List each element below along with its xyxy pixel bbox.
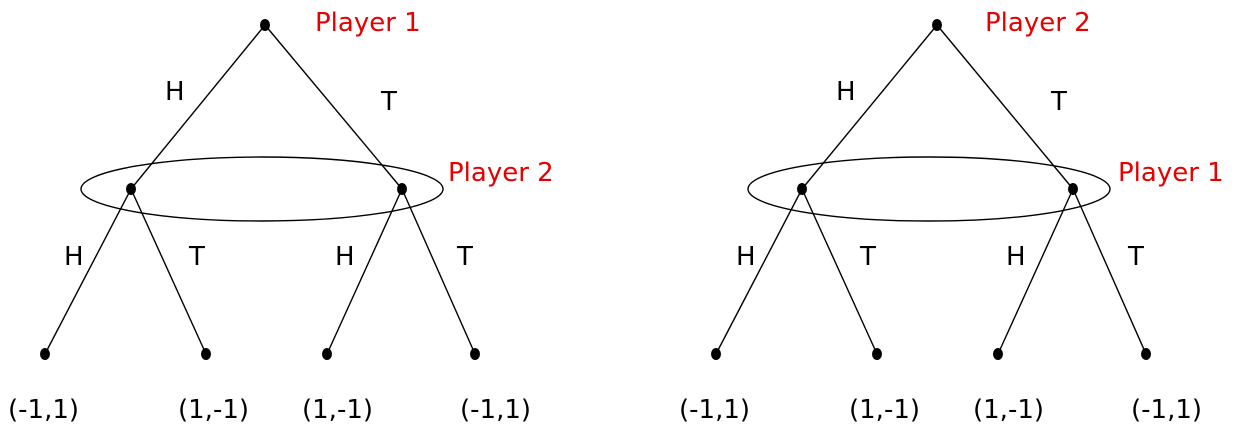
tree1-payoff-1: (-1,1)	[8, 395, 79, 425]
tree2-right-node-right-action: T	[1127, 242, 1144, 272]
game-tree-2: Player 2 Player 1 H T H T H T (-1,1) (1,…	[679, 8, 1224, 425]
tree2-root-player-label: Player 2	[985, 8, 1091, 38]
tree2-payoff-4: (-1,1)	[1131, 395, 1202, 425]
tree1-left-node-right-action: T	[188, 242, 205, 272]
tree2-terminal-node-4	[1141, 348, 1151, 360]
tree2-right-node-left-action: H	[1006, 242, 1026, 272]
tree1-right-decision-node	[397, 183, 407, 195]
tree1-root-left-action: H	[165, 77, 185, 107]
tree2-edge-left-right	[801, 188, 878, 355]
tree2-left-node-right-action: T	[859, 242, 876, 272]
tree2-terminal-node-1	[711, 348, 721, 360]
tree2-right-decision-node	[1068, 183, 1078, 195]
tree1-root-player-label: Player 1	[315, 8, 421, 38]
tree2-edge-right-left	[997, 188, 1074, 355]
tree1-terminal-node-2	[201, 348, 211, 360]
tree1-terminal-node-4	[470, 348, 480, 360]
tree1-left-node-left-action: H	[64, 242, 84, 272]
tree2-edge-left-left	[715, 188, 803, 355]
tree2-edge-root-right	[936, 24, 1074, 190]
tree1-payoff-2: (1,-1)	[178, 395, 249, 425]
tree1-right-node-left-action: H	[335, 242, 355, 272]
tree1-edge-left-left	[44, 188, 132, 355]
tree1-terminal-node-1	[40, 348, 50, 360]
tree2-left-node-left-action: H	[736, 242, 756, 272]
tree1-information-set	[80, 156, 444, 222]
tree2-second-player-label: Player 1	[1118, 158, 1224, 188]
tree2-payoff-1: (-1,1)	[679, 395, 750, 425]
tree2-payoff-3: (1,-1)	[973, 395, 1044, 425]
tree1-root-right-action: T	[380, 87, 397, 117]
tree2-terminal-node-2	[872, 348, 882, 360]
tree1-edge-right-left	[326, 188, 403, 355]
tree1-payoff-4: (-1,1)	[460, 395, 531, 425]
tree1-payoff-3: (1,-1)	[302, 395, 373, 425]
tree2-root-node	[932, 19, 942, 31]
tree2-edge-root-left	[801, 24, 938, 190]
tree1-root-node	[260, 19, 270, 31]
tree1-edge-root-left	[130, 24, 266, 190]
tree1-terminal-node-3	[322, 348, 332, 360]
tree2-left-decision-node	[797, 183, 807, 195]
tree2-root-right-action: T	[1050, 87, 1067, 117]
tree1-edge-root-right	[264, 24, 403, 190]
tree2-terminal-node-3	[993, 348, 1003, 360]
tree1-second-player-label: Player 2	[448, 158, 554, 188]
tree2-edge-right-right	[1072, 188, 1147, 355]
tree2-information-set	[747, 156, 1111, 222]
game-tree-1: Player 1 Player 2 H T H T H T (-1,1) (1,…	[8, 8, 554, 425]
tree1-right-node-right-action: T	[456, 242, 473, 272]
tree2-root-left-action: H	[836, 77, 856, 107]
tree1-edge-left-right	[130, 188, 207, 355]
tree2-payoff-2: (1,-1)	[849, 395, 920, 425]
tree1-edge-right-right	[401, 188, 476, 355]
tree1-left-decision-node	[126, 183, 136, 195]
